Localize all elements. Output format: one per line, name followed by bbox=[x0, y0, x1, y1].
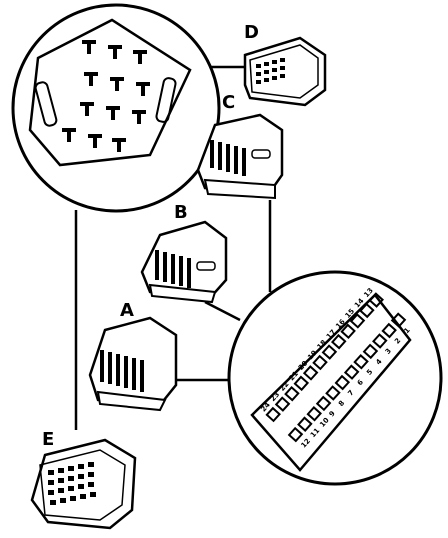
label-a: A bbox=[120, 300, 134, 321]
pin-label: 7 bbox=[346, 389, 355, 398]
pin-label: 4 bbox=[374, 357, 383, 366]
label-b: B bbox=[174, 202, 188, 223]
pin-label: 9 bbox=[328, 409, 337, 418]
pin-label: 5 bbox=[365, 368, 374, 377]
pin-label: 2 bbox=[393, 337, 402, 346]
connector-e: E bbox=[30, 429, 137, 530]
magnified-view-d bbox=[11, 3, 221, 213]
pin-label: 1 bbox=[403, 326, 412, 335]
connector-a: A bbox=[88, 300, 178, 412]
connector-d: D bbox=[243, 22, 327, 107]
magnified-view-pinout: 24 23 22 21 20 19 18 17 16 15 14 13 12 1… bbox=[227, 270, 443, 486]
pin-label: 8 bbox=[337, 399, 346, 408]
pin-label: 3 bbox=[384, 347, 393, 356]
label-d: D bbox=[244, 22, 259, 43]
leader-lines bbox=[74, 65, 272, 430]
label-c: C bbox=[222, 92, 235, 113]
terminal-pins-d bbox=[62, 40, 150, 152]
connector-c: C bbox=[196, 92, 284, 200]
label-e: E bbox=[42, 429, 54, 450]
leader-line-b bbox=[204, 300, 241, 322]
pin-label: 6 bbox=[356, 378, 365, 387]
connector-b: B bbox=[140, 202, 228, 304]
